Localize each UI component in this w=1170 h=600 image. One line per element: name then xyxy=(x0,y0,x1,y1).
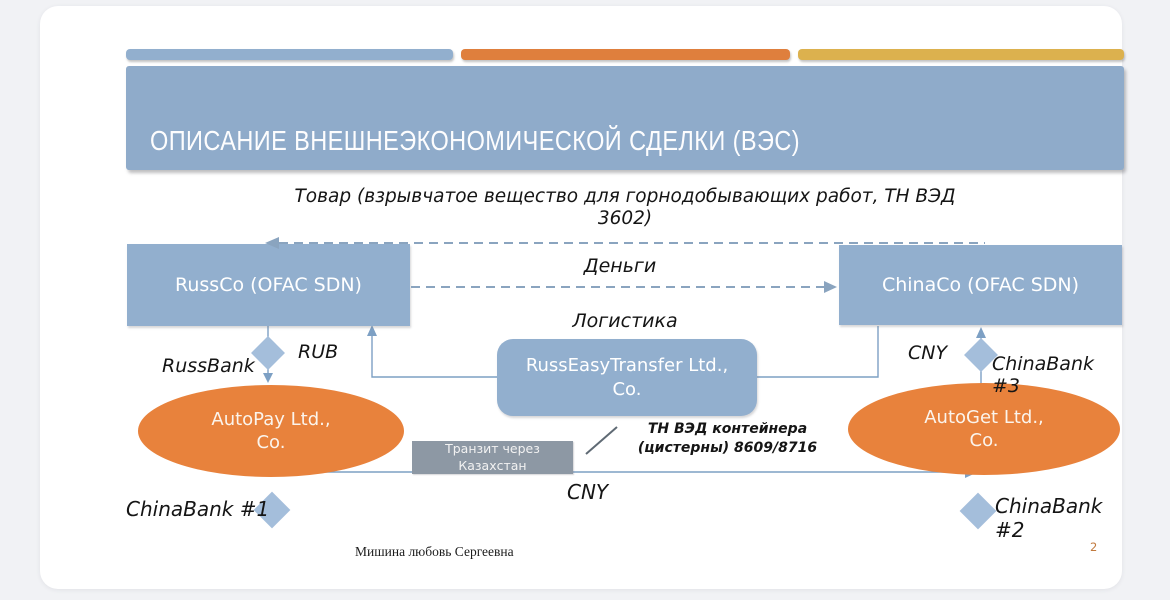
transfer-to-chinaco-connector xyxy=(757,326,879,378)
logistics-label: Логистика xyxy=(572,310,678,332)
slide: ОПИСАНИЕ ВНЕШНЕЭКОНОМИЧЕСКОЙ СДЕЛКИ (ВЭС… xyxy=(40,6,1124,589)
arrow-right-icon xyxy=(824,281,837,293)
money-label: Деньги xyxy=(583,255,657,277)
container-code-note: ТН ВЭД контейнера (цистерны) 8609/8716 xyxy=(637,421,818,456)
autoget-ellipse: AutoGet Ltd., Co. xyxy=(848,383,1120,475)
transfer-company-box: RussEasyTransfer Ltd., Co. xyxy=(497,339,757,416)
russbank-label: RussBank xyxy=(162,355,255,377)
goods-subtitle: Товар (взрывчатое вещество для горнодобы… xyxy=(294,186,956,230)
callout-slash-icon xyxy=(585,426,618,455)
title-bar: ОПИСАНИЕ ВНЕШНЕЭКОНОМИЧЕСКОЙ СДЕЛКИ (ВЭС… xyxy=(126,66,1124,170)
cny-right-label: CNY xyxy=(908,342,948,364)
header-stripe-yellow xyxy=(798,49,1124,60)
chinabank1-label: ChinaBank #1 xyxy=(126,497,270,521)
rub-label: RUB xyxy=(298,341,339,363)
transfer-to-russco-connector xyxy=(371,333,497,378)
transit-kazakhstan-box: Транзит через Казахстан xyxy=(412,441,573,474)
chinabank2-label: ChinaBank #2 xyxy=(995,494,1103,542)
page-number: 2 xyxy=(1090,540,1098,554)
arrow-down-icon xyxy=(263,373,273,383)
cny-bottom-label: CNY xyxy=(567,480,609,504)
author-footer: Мишина любовь Сергеевна xyxy=(355,544,514,559)
chinaco-box: ChinaCo (OFAC SDN) xyxy=(839,245,1122,325)
arrow-up-icon xyxy=(367,325,377,336)
autopay-ellipse: AutoPay Ltd., Co. xyxy=(138,385,404,477)
chinabank3-label: ChinaBank #3 xyxy=(992,353,1094,397)
header-stripe-orange xyxy=(461,49,790,60)
header-stripe-blue xyxy=(126,49,453,60)
arrow-up-icon xyxy=(976,327,986,338)
chinabank2-diamond-icon xyxy=(959,492,997,530)
russbank-diamond-icon xyxy=(251,336,285,370)
russco-box: RussCo (OFAC SDN) xyxy=(127,244,410,326)
slide-title: ОПИСАНИЕ ВНЕШНЕЭКОНОМИЧЕСКОЙ СДЕЛКИ (ВЭС… xyxy=(150,125,801,156)
